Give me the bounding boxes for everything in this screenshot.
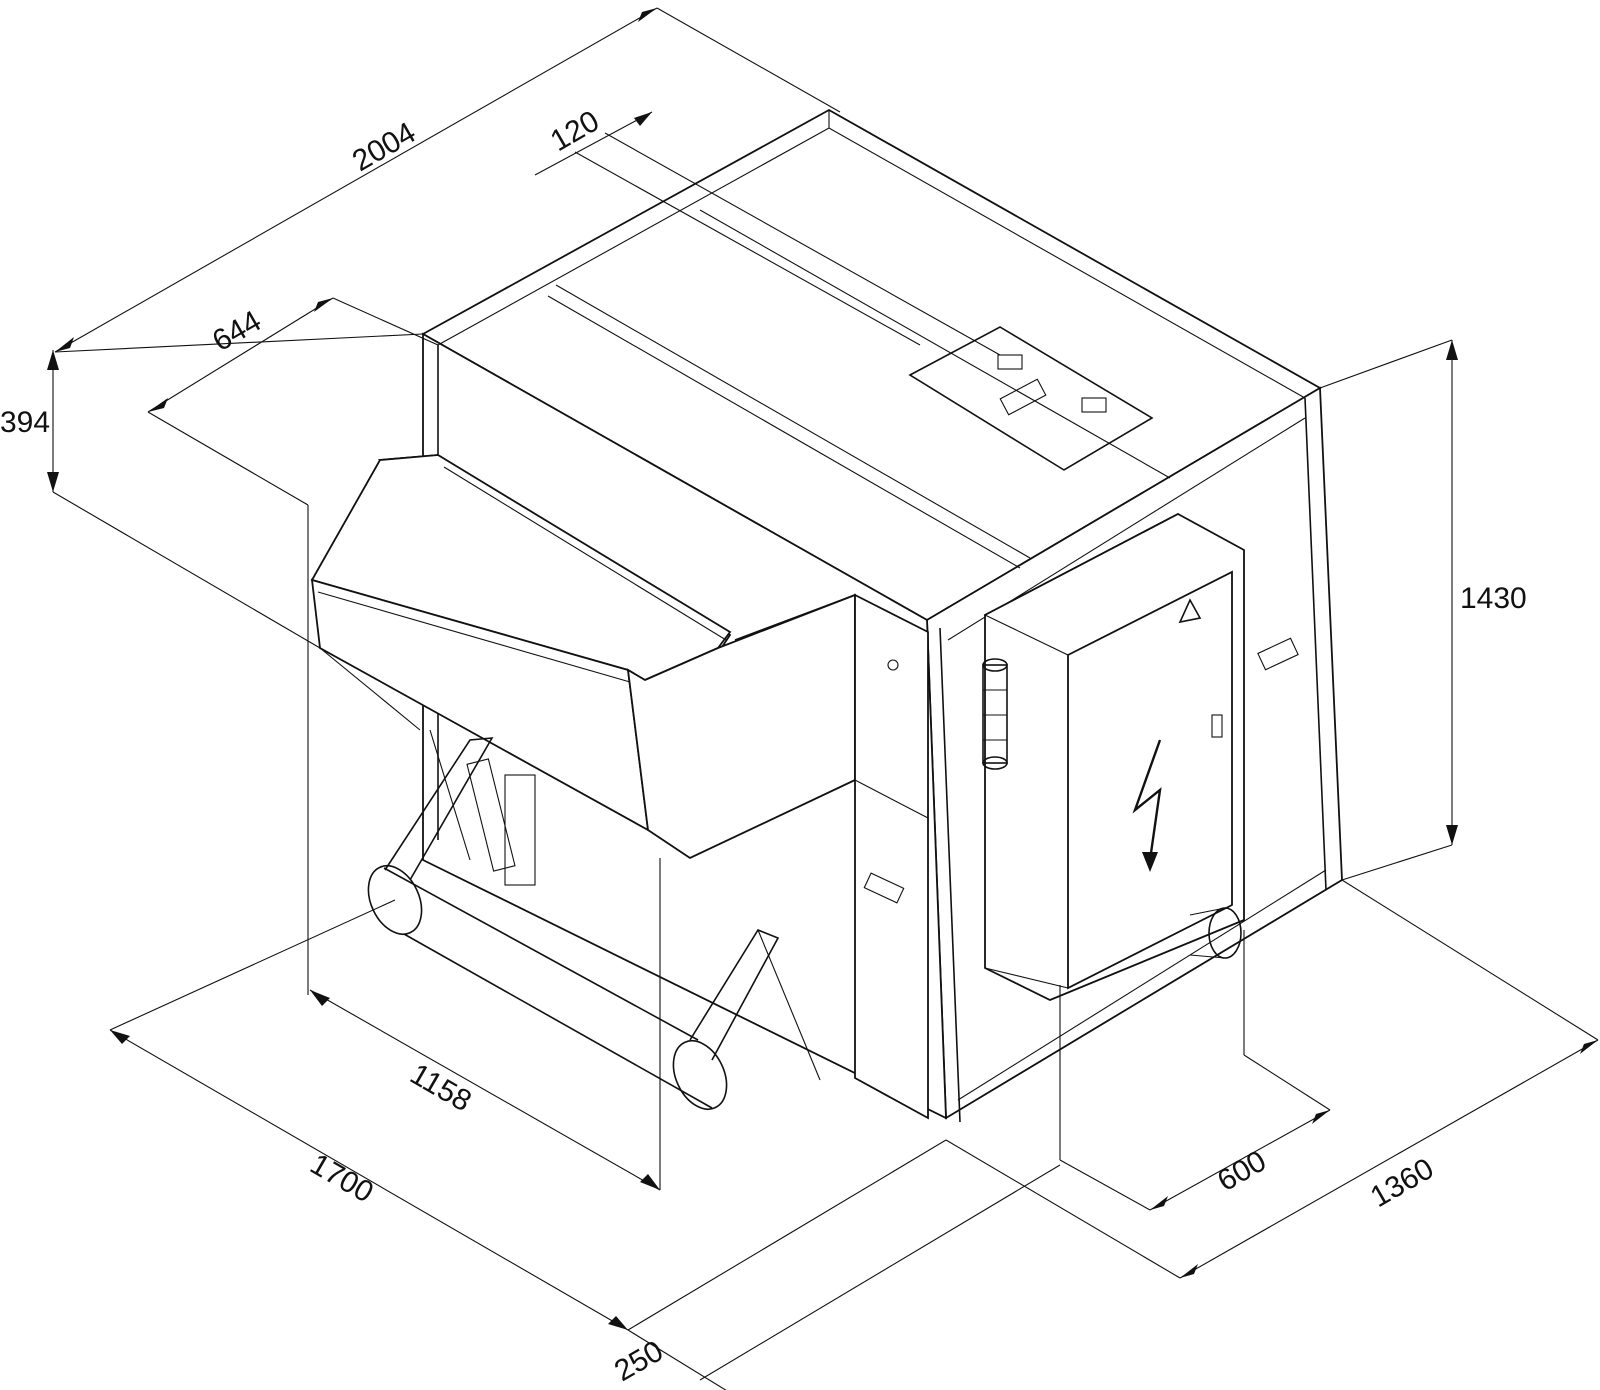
dim-depth: 1360 bbox=[1365, 1152, 1439, 1214]
dim-overhang: 250 bbox=[609, 1334, 669, 1388]
hopper-end-face bbox=[626, 593, 856, 860]
dim-total-height: 1430 bbox=[1460, 582, 1527, 615]
side-column bbox=[854, 593, 929, 1120]
beacon-light-icon bbox=[982, 658, 1008, 770]
dim-cabinet-depth: 600 bbox=[1212, 1144, 1272, 1198]
electrical-cabinet bbox=[982, 512, 1245, 1001]
hopper bbox=[310, 454, 856, 860]
side-handle bbox=[1257, 637, 1299, 671]
dim-width: 1700 bbox=[305, 1147, 379, 1209]
dim-top-offset: 120 bbox=[545, 104, 605, 158]
top-access-panel bbox=[908, 326, 1154, 471]
warning-triangle-icon bbox=[1178, 598, 1202, 624]
dim-hopper-height: 394 bbox=[0, 406, 50, 439]
dimension-lines bbox=[47, 7, 1599, 1390]
dim-total-length: 2004 bbox=[347, 116, 421, 178]
roller-linkage bbox=[367, 729, 821, 1110]
dim-hopper-depth: 644 bbox=[207, 304, 267, 358]
cabinet-door bbox=[1067, 570, 1233, 990]
dim-hopper-width: 1158 bbox=[405, 1057, 477, 1118]
high-voltage-icon bbox=[1132, 739, 1162, 861]
